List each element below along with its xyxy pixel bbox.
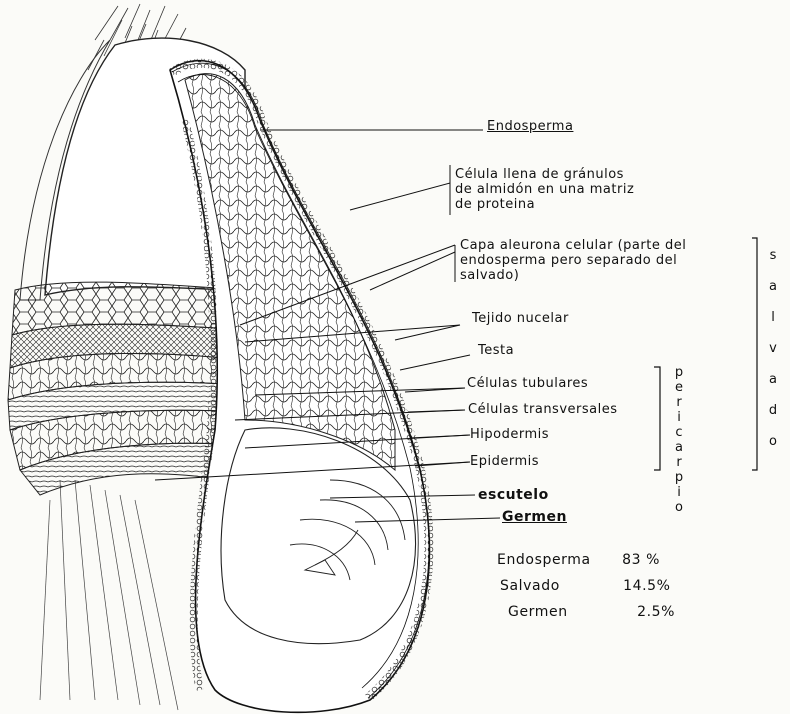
label-celulas-transversales: Células transversales <box>468 403 618 416</box>
salvado-letter: v <box>766 333 780 364</box>
label-capa-aleurona-1: Capa aleurona celular (parte del <box>460 238 686 253</box>
label-capa-aleurona: Capa aleurona celular (parte del endospe… <box>460 238 686 283</box>
salvado-letter: s <box>766 240 780 271</box>
label-testa: Testa <box>478 344 514 357</box>
composition-name: Salvado <box>500 578 618 594</box>
composition-value: 83 % <box>622 552 660 568</box>
label-celula-llena-1: Célula llena de gránulos <box>455 167 634 182</box>
label-celula-llena-3: de proteina <box>455 197 634 212</box>
composition-germen: Germen 2.5% <box>508 604 675 620</box>
lower-fibers <box>40 480 178 710</box>
label-germen: Germen <box>502 510 567 524</box>
pericarpio-letter: r <box>672 395 686 410</box>
pericarpio-letter: r <box>672 455 686 470</box>
salvado-letter: a <box>766 364 780 395</box>
label-capa-aleurona-2: endosperma pero separado del <box>460 253 686 268</box>
bracket-label-salvado: s a l v a d o <box>766 240 780 457</box>
pericarpio-letter: p <box>672 365 686 380</box>
pericarpio-letter: i <box>672 410 686 425</box>
composition-endosperma: Endosperma 83 % <box>497 552 660 568</box>
bracket-label-pericarpio: p e r i c a r p i o <box>672 365 686 515</box>
composition-name: Endosperma <box>497 552 617 568</box>
composition-value: 2.5% <box>637 604 675 620</box>
pericarpio-letter: o <box>672 500 686 515</box>
pericarpio-letter: i <box>672 485 686 500</box>
label-escutelo: escutelo <box>478 488 549 502</box>
pericarpio-letter: e <box>672 380 686 395</box>
pericarpio-letter: a <box>672 440 686 455</box>
label-celula-llena: Célula llena de gránulos de almidón en u… <box>455 167 634 212</box>
composition-name: Germen <box>508 604 632 620</box>
pericarpio-letter: c <box>672 425 686 440</box>
label-hipodermis: Hipodermis <box>470 428 549 441</box>
salvado-letter: o <box>766 426 780 457</box>
salvado-letter: a <box>766 271 780 302</box>
pericarpio-letter: p <box>672 470 686 485</box>
salvado-bracket <box>752 238 757 470</box>
label-epidermis: Epidermis <box>470 455 539 468</box>
label-capa-aleurona-3: salvado) <box>460 268 686 283</box>
label-celulas-tubulares: Células tubulares <box>467 377 588 390</box>
salvado-letter: d <box>766 395 780 426</box>
pericarpio-bracket <box>654 367 660 470</box>
label-tejido-nucelar: Tejido nucelar <box>472 312 569 325</box>
label-endosperma: Endosperma <box>487 120 573 133</box>
composition-salvado: Salvado 14.5% <box>500 578 671 594</box>
composition-value: 14.5% <box>623 578 670 594</box>
salvado-letter: l <box>766 302 780 333</box>
label-celula-llena-2: de almidón en una matriz <box>455 182 634 197</box>
